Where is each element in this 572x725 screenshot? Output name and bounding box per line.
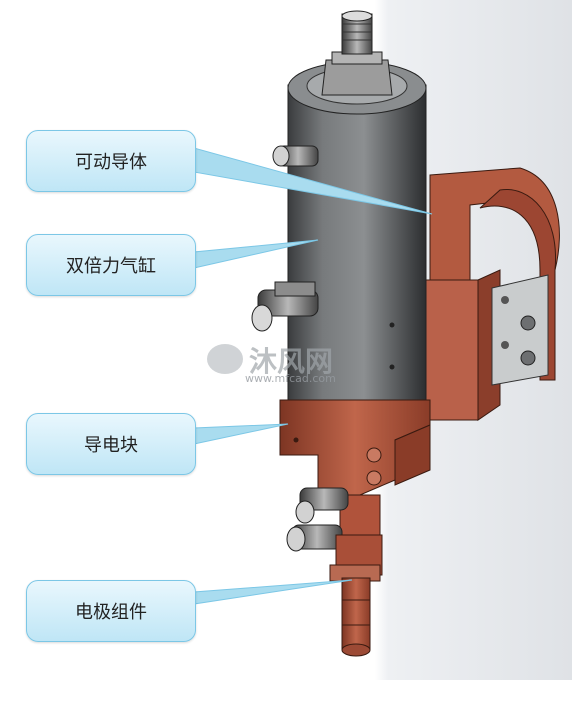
watermark-logo-icon (207, 344, 243, 374)
conductive-block (279, 399, 431, 536)
air-fitting-lower (286, 487, 349, 552)
watermark-logo-text: 沐风网 (249, 345, 334, 378)
callout-movable-conductor: 可动导体 (26, 130, 196, 192)
watermark-url: www.mfcad.com (245, 372, 336, 385)
double-force-cylinder (287, 61, 427, 452)
callout-conductive-block: 导电块 (26, 413, 196, 475)
callout-label: 双倍力气缸 (66, 256, 156, 277)
callout-label: 可动导体 (75, 152, 147, 173)
watermark: 沐风网 www.mfcad.com (205, 340, 375, 390)
air-fitting-upper (272, 145, 319, 167)
top-nut-fitting (321, 10, 393, 96)
callout-label: 导电块 (84, 435, 138, 456)
leader-lines (193, 147, 433, 605)
copper-bracket (417, 167, 560, 421)
callout-electrode-assembly: 电极组件 (26, 580, 196, 642)
callout-label: 电极组件 (75, 602, 147, 623)
callout-double-force-cylinder: 双倍力气缸 (26, 234, 196, 296)
air-fitting-middle (251, 281, 319, 332)
electrode-assembly (329, 534, 383, 657)
